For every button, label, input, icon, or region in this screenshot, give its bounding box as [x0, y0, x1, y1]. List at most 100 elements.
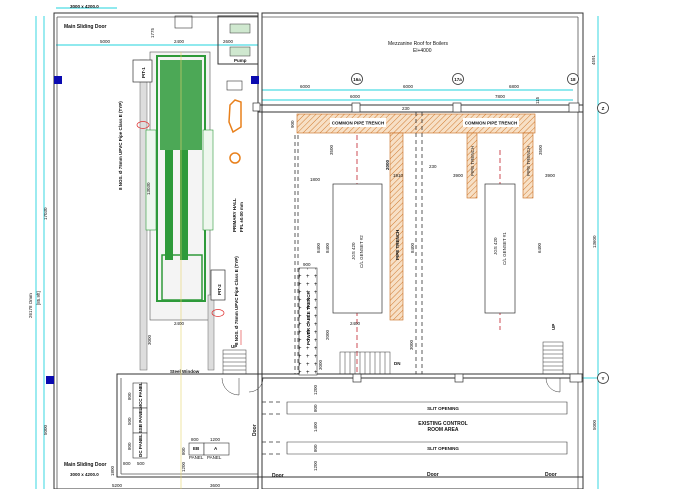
drawing-text: JGS 420: [351, 242, 356, 260]
drawing-text: 8400: [410, 242, 415, 253]
pump-room: Pump: [174, 15, 259, 65]
drawing-text: 115: [535, 96, 540, 104]
pipe-callout-circle: [211, 309, 225, 317]
drawing-text: 16a: [353, 77, 361, 82]
drawing-text: 1775: [150, 27, 155, 38]
drawing-text: 3000: [318, 359, 323, 370]
drawing-text: DC PANEL: [138, 434, 143, 457]
drawing-text: PANEL: [207, 455, 222, 460]
drawing-text: SLIT OPENING: [427, 446, 459, 451]
trench-label: PIPE TRENCH: [526, 146, 531, 176]
drawing-text: [85.9ft]: [36, 291, 41, 305]
drawing-text: 800: [313, 404, 318, 412]
drawing-text: 8400: [316, 242, 321, 253]
mezzanine-level: El+4000: [413, 48, 432, 54]
trench-label: PIPE TRENCH: [470, 146, 475, 176]
outer-dimension-lines: [35, 7, 599, 489]
drawing-text: 6800: [509, 84, 520, 89]
drawing-text: 3900: [545, 173, 556, 178]
drawing-text: 17a: [454, 77, 462, 82]
drawing-text: EXISTING CONTROL: [418, 421, 467, 427]
pump-label: Pump: [234, 58, 247, 63]
drawing-text: 500: [137, 461, 145, 466]
drawing-text: 26178 Omm: [28, 293, 33, 318]
column-marker: [46, 376, 54, 384]
drawing-text: 800: [181, 447, 186, 455]
equipment-box: [174, 15, 193, 29]
column-marker: [251, 76, 259, 84]
drawing-text: 1200: [210, 437, 221, 442]
drawing-text: 1400: [313, 421, 318, 432]
drawing-text: 6000: [403, 84, 414, 89]
drawing-text: 1200: [313, 460, 318, 471]
genset-1: JGS 420 C/L GENSET #1: [484, 183, 516, 314]
pipe-note: 8 NOS. Ø 75mm UPVC Pipe Class E (TYP): [118, 101, 123, 190]
drawing-text: C/L GENSET #1: [502, 232, 507, 265]
dc-panel: [132, 432, 148, 459]
drawing-text: 5200: [112, 483, 123, 488]
drawing-text: 6000: [350, 94, 361, 99]
drawing-text: 1800: [110, 465, 115, 476]
mezzanine-label: Mezzanine Roof for Boilers: [388, 41, 449, 47]
drawing-text: SLIT OPENING: [427, 406, 459, 411]
drawing-text: 900: [290, 120, 295, 128]
column-marker: [54, 76, 62, 84]
stair-up-label: UP: [231, 344, 237, 349]
drawing-text: A: [214, 446, 218, 451]
drawing-text: 8400: [325, 242, 330, 253]
stairs: [221, 341, 564, 396]
drawing-text: 3900: [453, 173, 464, 178]
stair-dn-label: DN: [394, 361, 401, 366]
drawing-text: 5000: [100, 39, 111, 44]
trench-label: COMMON PIPE TRENCH: [465, 121, 518, 126]
pit-2-box: [210, 269, 226, 301]
drawing-text: 3000: [409, 339, 414, 350]
electrical-panels: MCC PANEL SSB PANEL DC PANEL EB PANEL A …: [132, 382, 230, 460]
drawing-text: EB: [193, 446, 200, 451]
drawing-text: 230: [402, 106, 410, 111]
drawing-text: 2000: [325, 329, 330, 340]
drawing-text: 3500: [538, 144, 543, 155]
main-sliding-door-bottom-label: Main Sliding Door: [64, 462, 107, 468]
door-label: Door: [427, 472, 439, 478]
drawing-text: 18: [570, 77, 576, 82]
pump-icon: [229, 23, 251, 34]
drawing-text: 2400: [350, 321, 361, 326]
drawing-text: PANEL: [189, 455, 204, 460]
drawing-text: 3500: [329, 144, 334, 155]
drawing-text: 900: [303, 262, 311, 267]
drawing-text: 3000: [147, 334, 152, 345]
drawing-text: 1910: [393, 173, 404, 178]
drawing-text: JGS 420: [493, 237, 498, 255]
drawing-text: C/L GENSET #2: [359, 235, 364, 268]
drawing-text: 5000: [592, 419, 597, 430]
drawing-text: Y: [601, 376, 604, 381]
primary-hall-level: FFL ±0.00 mm: [239, 202, 244, 232]
pit-1-label: PIT-1: [141, 67, 146, 78]
pipe-callout-circle: [136, 121, 150, 129]
drawing-text: 2000: [385, 159, 390, 170]
drawing-text: 1200: [313, 384, 318, 395]
drawing-text: 800: [127, 392, 132, 400]
drawing-text: 800: [191, 437, 199, 442]
pipe-trenches: COMMON PIPE TRENCH COMMON PIPE TRENCH PI…: [296, 113, 536, 376]
stair-up-label: UP: [551, 324, 556, 330]
door-label: Door: [545, 472, 557, 478]
drawing-text: 2400: [174, 39, 185, 44]
dimension-labels: 1775 5000 2400 2600 13030 17030 26178 Om…: [28, 27, 597, 488]
drawing-text: 800: [127, 442, 132, 450]
drawing-text: 6400: [537, 242, 542, 253]
pipe-note: 8 NOS. Ø 75mm UPVC Pipe Class E (TYP): [234, 256, 239, 345]
door-label: Door: [252, 424, 258, 436]
drawing-text: 230: [429, 164, 437, 169]
pit-2-label: PIT-2: [217, 284, 222, 295]
main-sliding-door-top-label: Main Sliding Door: [64, 24, 107, 30]
boiler-equipment-icon: [228, 99, 242, 164]
trench-label: COMMON PIPE TRENCH: [332, 121, 385, 126]
door-label: Door: [272, 473, 284, 479]
drawing-text: 1800: [310, 177, 321, 182]
drawing-text: 4591: [591, 54, 596, 65]
building-walls: [53, 12, 584, 489]
